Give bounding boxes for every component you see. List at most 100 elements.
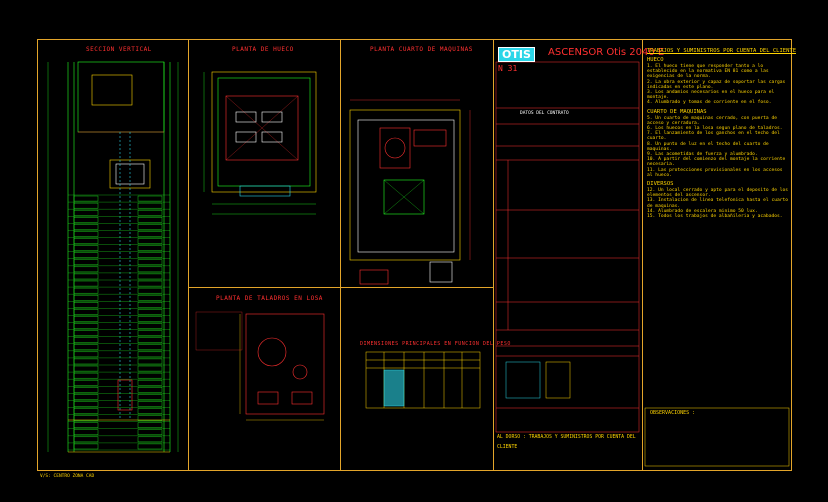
note-item: 11. Las protecciones provisionales en lo… <box>647 167 783 178</box>
floor-ledger-box <box>137 245 163 251</box>
floor-ledger-box <box>137 217 163 223</box>
drawing-number: N 31 <box>498 64 518 73</box>
floor-ledger-box <box>137 401 163 407</box>
floor-ledger-box <box>73 379 99 386</box>
floor-ledger-box <box>73 202 99 209</box>
title-vertical-section: SECCION VERTICAL <box>86 46 152 53</box>
floor-ledger-box <box>137 436 163 443</box>
floor-ledger-box <box>137 273 163 280</box>
floor-ledger-box <box>73 394 99 400</box>
floor-ledger-box <box>73 443 99 450</box>
title-floor-holes-plan: PLANTA DE TALADROS EN LOSA <box>216 295 323 302</box>
floor-ledger-box <box>137 408 163 414</box>
machine-room-drawing <box>349 99 471 285</box>
notes-header: TRABAJOS Y SUMINISTROS POR CUENTA DEL CL… <box>647 48 797 54</box>
floor-ledger-box <box>73 224 99 230</box>
notes-section-cuarto: CUARTO DE MAQUINAS <box>647 108 707 115</box>
note-item: 7. El lanzamiento de los ganchos en el t… <box>647 131 780 142</box>
floor-ledger-box <box>73 408 99 414</box>
title-machine-room-plan: PLANTA CUARTO DE MAQUINAS <box>370 46 473 53</box>
floor-ledger-box <box>73 401 99 407</box>
floor-ledger-box <box>137 209 163 216</box>
floor-ledger-box <box>73 231 99 237</box>
floor-ledger-box <box>73 195 99 202</box>
divider-h2 <box>340 287 493 288</box>
note-item: 9. Las acometidas de fuerza y alumbrado. <box>647 152 758 158</box>
divider-1 <box>188 40 189 470</box>
floor-ledger-box <box>137 387 163 393</box>
divider-2 <box>340 40 341 470</box>
floor-ledger-box <box>73 337 99 343</box>
model-title: ASCENSOR Otis 2040 E <box>548 47 665 58</box>
floor-ledger-box <box>137 429 163 436</box>
note-item: 8. Un punto de luz en el techo del cuart… <box>647 141 769 152</box>
floor-ledger-box <box>137 337 163 343</box>
note-item: 14. Alumbrado de escalera minimo 50 lux. <box>647 208 758 214</box>
floor-ledger-box <box>137 351 163 358</box>
divider-4 <box>642 40 643 470</box>
observations-box <box>644 407 790 467</box>
note-item: 13. Instalacion de linea telefonica hast… <box>647 198 789 209</box>
floor-ledger-box <box>137 394 163 400</box>
floor-ledger-box <box>73 330 99 336</box>
floor-ledger-box <box>137 358 163 365</box>
floor-ledger-box <box>137 195 163 202</box>
floor-ledger-box <box>137 443 163 450</box>
floor-ledger-box <box>73 245 99 251</box>
otis-logo: OTIS <box>498 47 535 62</box>
floor-ledger-box <box>137 224 163 230</box>
floor-ledger-box <box>137 259 163 266</box>
title-block-grid <box>495 61 640 433</box>
floor-ledger-box <box>73 309 99 315</box>
floor-ledger-box <box>73 351 99 358</box>
floor-ledger-box <box>73 217 99 223</box>
floor-ledger-box <box>137 280 163 287</box>
floor-ledger-box <box>73 238 99 244</box>
note-item: 15. Todos los trabajos de albañileria y … <box>647 214 783 220</box>
floor-ledger-box <box>73 259 99 266</box>
note-item: 2. La obra exterior y capaz de soportar … <box>647 79 786 90</box>
floor-ledger-box <box>137 372 163 379</box>
floor-ledger-box <box>73 273 99 280</box>
floor-ledger-box <box>137 379 163 386</box>
note-item: 4. Alumbrado y tomas de corriente en el … <box>647 100 772 106</box>
notes-section-diversos: DIVERSOS <box>647 181 674 188</box>
notes-list: 1. El hueco tiene que responder tanto a … <box>647 64 789 219</box>
contract-data-heading: DATOS DEL CONTRATO <box>520 111 569 116</box>
floor-ledger-box <box>137 344 163 351</box>
floor-holes-drawing <box>195 311 325 421</box>
note-item: 6. Los huecos en la losa segun plano de … <box>647 126 783 132</box>
title-cabin-dimensions: DIMENSIONES PRINCIPALES EN FUNCION DEL P… <box>360 341 511 347</box>
floor-ledger-box <box>73 287 99 294</box>
divider-3 <box>493 40 494 470</box>
floor-ledger-box <box>73 323 99 329</box>
floor-levels <box>68 194 170 451</box>
floor-ledger-box <box>73 358 99 365</box>
floor-ledger-box <box>73 316 99 322</box>
floor-ledger-box <box>73 280 99 287</box>
floor-ledger-box <box>137 202 163 209</box>
note-item: 1. El hueco tiene que responder tanto a … <box>647 64 769 80</box>
floor-ledger-box <box>73 302 99 308</box>
hoistway-plan-drawing <box>203 71 317 215</box>
note-item: 5. Un cuarto de maquinas cerrado, con pu… <box>647 115 777 126</box>
floor-ledger-box <box>137 266 163 273</box>
floor-ledger-box <box>73 209 99 216</box>
floor-ledger-box <box>73 429 99 436</box>
floor-ledger-box <box>137 365 163 372</box>
floor-ledger-box <box>137 330 163 336</box>
floor-ledger-box <box>73 387 99 393</box>
floor-ledger-box <box>73 294 99 301</box>
drawing-frame <box>37 39 792 471</box>
floor-ledger-box <box>73 422 99 428</box>
floor-ledger-box <box>137 309 163 315</box>
notes-section-hueco: HUECO <box>647 57 664 63</box>
floor-ledger-box <box>73 415 99 421</box>
dimension-lines <box>47 62 179 452</box>
floor-ledger-box <box>137 231 163 237</box>
floor-ledger-box <box>137 316 163 322</box>
floor-ledger-box <box>137 294 163 301</box>
observations-label: OBSERVACIONES : <box>650 410 696 416</box>
note-item: 12. Un local cerrado y apto para el depo… <box>647 188 789 199</box>
